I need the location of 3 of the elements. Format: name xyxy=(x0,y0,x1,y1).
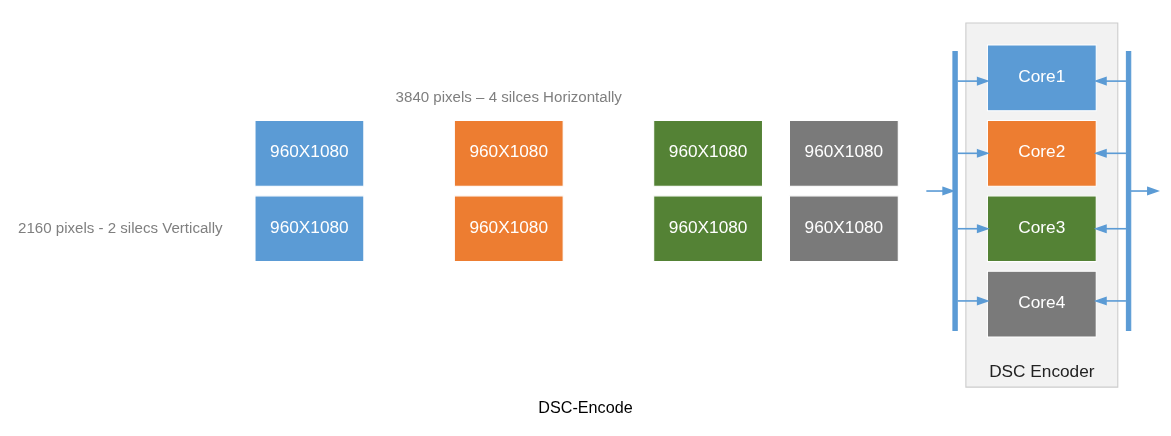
label: 2160 pixels - 2 silecs Vertically xyxy=(18,218,223,236)
caption: DSC-Encode xyxy=(538,397,633,416)
label: 3840 pixels – 4 silces Horizontally xyxy=(395,87,622,105)
